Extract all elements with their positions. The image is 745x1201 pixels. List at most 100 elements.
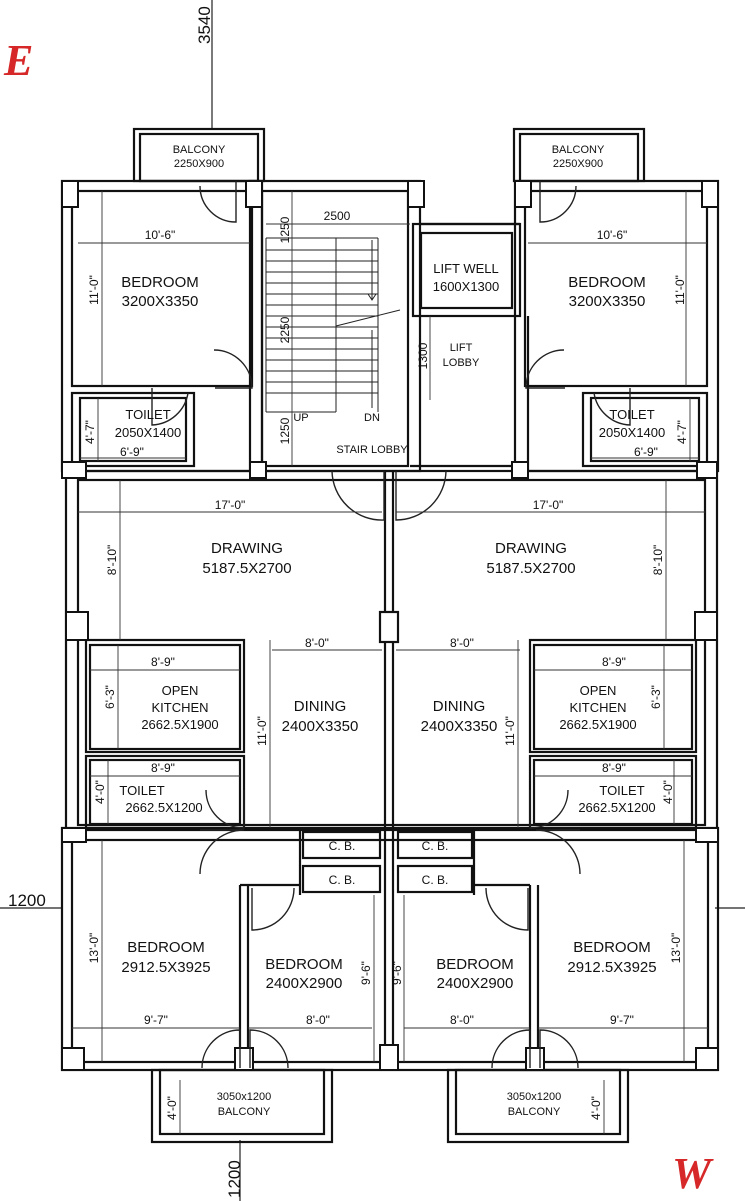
dim-label: 2250 [278,316,292,343]
dim-label: 17'-0" [215,498,246,512]
kitchen-left-size: 2662.5X1900 [141,717,218,732]
bedroom-bottom-mid-right-label: BEDROOM [436,956,514,973]
dim-label: 8'-0" [305,636,329,650]
lift-lobby-label-1: LIFT [450,342,473,354]
drawing-left-label: DRAWING [211,540,283,557]
dim-label: 8'-10" [105,545,119,576]
bottom-reference-dim: 1200 [225,1160,244,1198]
dim-label: 4'-0" [661,780,675,804]
drawing-right-size: 5187.5X2700 [486,560,575,577]
dining-right-size: 2400X3350 [421,718,498,735]
toilet-top-right-label: TOILET [609,407,654,422]
dim-label: 13'-0" [87,933,101,964]
dim-label: 9'-6" [359,961,373,985]
bedroom-bottom-mid-left-size: 2400X2900 [266,975,343,992]
east-mark: E [3,36,33,85]
cupboard-3-label: C. B. [329,873,356,887]
dim-label: 11'-0" [503,716,517,746]
bedroom-bottom-mid-left-label: BEDROOM [265,956,343,973]
dim-label: 10'-6" [597,228,628,242]
drawing-left-size: 5187.5X2700 [202,560,291,577]
bedroom-bottom-right-label: BEDROOM [573,939,651,956]
stair-lobby-label: STAIR LOBBY [336,444,408,456]
cupboard-4-label: C. B. [422,873,449,887]
bedroom-top-left-label: BEDROOM [121,274,199,291]
dim-label: 8'-9" [602,761,626,775]
dining-right-label: DINING [433,698,486,715]
bedroom-bottom-left-label: BEDROOM [127,939,205,956]
dim-label: 11'-0" [255,716,269,746]
dining-left-label: DINING [294,698,347,715]
dim-label: 9'-7" [610,1013,634,1027]
dim-label: 2500 [324,209,351,223]
dim-label: 8'-0" [450,636,474,650]
dim-label: 13'-0" [669,933,683,964]
balcony-top-right-size: 2250X900 [553,158,603,170]
dim-label: 1300 [416,342,430,369]
balcony-bottom-left-label: BALCONY [218,1106,271,1118]
toilet-mid-left-label: TOILET [119,783,164,798]
cupboard-1-label: C. B. [329,839,356,853]
dim-label: 8'-9" [151,761,175,775]
toilet-mid-right-label: TOILET [599,783,644,798]
dining-left-size: 2400X3350 [282,718,359,735]
staircase [265,237,401,413]
lift-well-size: 1600X1300 [433,279,500,294]
toilet-top-right-size: 2050X1400 [599,425,666,440]
toilet-top-left-size: 2050X1400 [115,425,182,440]
dim-label: 6'-3" [103,685,117,709]
kitchen-right-label-2: KITCHEN [569,700,626,715]
dim-label: 1250 [278,216,292,243]
drawing-right-label: DRAWING [495,540,567,557]
dim-label: 8'-0" [306,1013,330,1027]
bedroom-top-left-size: 3200X3350 [122,293,199,310]
kitchen-right-label-1: OPEN [580,683,617,698]
kitchen-left-label-2: KITCHEN [151,700,208,715]
stair-down-label: DN [364,412,380,424]
dim-label: 8'-9" [602,655,626,669]
dim-label: 1250 [278,417,292,444]
dim-label: 6'-9" [120,445,144,459]
top-reference-dim: 3540 [195,6,214,44]
dim-label: 9'-7" [144,1013,168,1027]
cupboard-2-label: C. B. [422,839,449,853]
bedroom-bottom-mid-right-size: 2400X2900 [437,975,514,992]
west-mark: W [672,1149,714,1198]
dim-label: 4'-0" [589,1096,603,1120]
bedroom-bottom-left-size: 2912.5X3925 [121,959,210,976]
balcony-bottom-left-size: 3050x1200 [217,1091,271,1103]
dimension-lines [72,191,708,1134]
dim-label: 17'-0" [533,498,564,512]
dim-label: 4'-7" [675,420,689,444]
dim-label: 4'-0" [165,1096,179,1120]
doors [151,181,631,1069]
kitchen-right-size: 2662.5X1900 [559,717,636,732]
bedroom-top-right-size: 3200X3350 [569,293,646,310]
balcony-top-left-size: 2250X900 [174,158,224,170]
dim-label: 8'-10" [651,545,665,576]
dim-label: 10'-6" [145,228,176,242]
dim-label: 11'-0" [87,275,101,305]
walls [60,127,720,1144]
dim-label: 9'-6" [390,961,404,985]
dim-label: 8'-9" [151,655,175,669]
dim-label: 4'-7" [83,420,97,444]
toilet-mid-right-size: 2662.5X1200 [578,800,655,815]
toilet-mid-left-size: 2662.5X1200 [125,800,202,815]
balcony-bottom-right-size: 3050x1200 [507,1091,561,1103]
dim-label: 6'-9" [634,445,658,459]
lift-lobby-label-2: LOBBY [443,357,480,369]
dim-label: 6'-3" [649,685,663,709]
bedroom-bottom-right-size: 2912.5X3925 [567,959,656,976]
balcony-bottom-right-label: BALCONY [508,1106,561,1118]
bedroom-top-right-label: BEDROOM [568,274,646,291]
side-reference-dim: 1200 [8,891,46,910]
stair-up-label: UP [293,412,308,424]
balcony-top-right-label: BALCONY [552,144,605,156]
dim-label: 8'-0" [450,1013,474,1027]
columns [61,180,719,1071]
lift-well-label: LIFT WELL [433,261,499,276]
